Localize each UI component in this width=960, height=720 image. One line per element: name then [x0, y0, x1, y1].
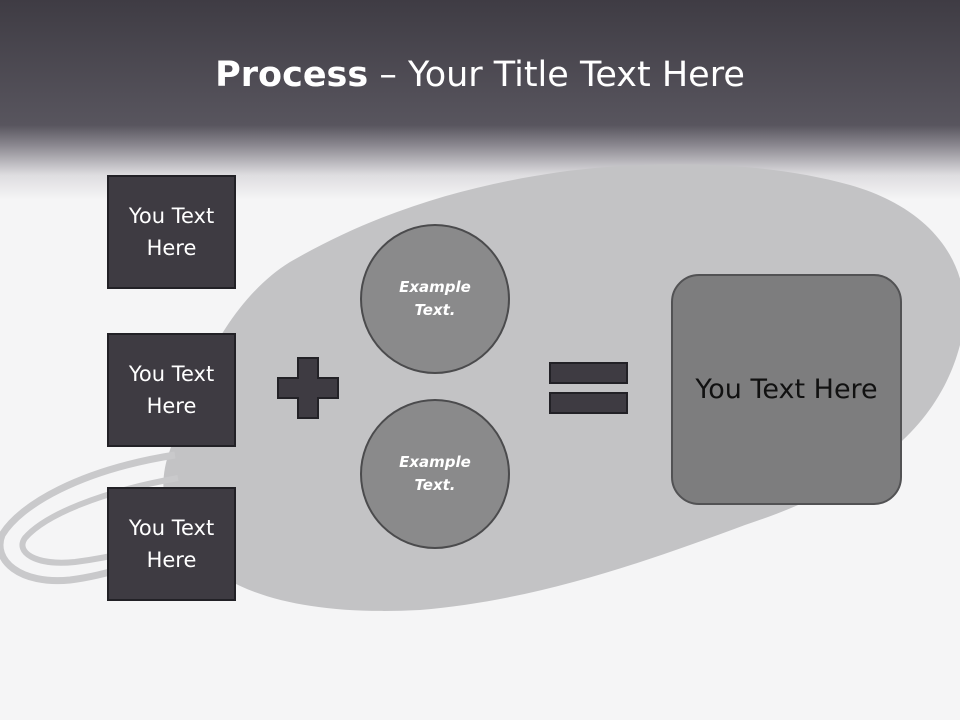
input-box-label: You Text Here	[128, 204, 215, 260]
plus-icon	[277, 357, 339, 419]
circle-label: Example Text.	[399, 453, 471, 494]
result-box: You Text Here	[671, 274, 902, 505]
header-band	[0, 0, 960, 200]
input-box-2: You Text Here	[107, 333, 236, 447]
title-rest: – Your Title Text Here	[368, 55, 745, 95]
input-box-3: You Text Here	[107, 487, 236, 601]
circle-label: Example Text.	[399, 278, 471, 319]
title-bold: Process	[215, 55, 369, 95]
example-circle-1: Example Text.	[360, 224, 510, 374]
result-label: You Text Here	[695, 374, 878, 405]
input-box-1: You Text Here	[107, 175, 236, 289]
example-circle-2: Example Text.	[360, 399, 510, 549]
input-box-label: You Text Here	[128, 362, 215, 418]
equals-icon	[549, 362, 628, 414]
slide-title: Process – Your Title Text Here	[0, 52, 960, 98]
input-box-label: You Text Here	[128, 516, 215, 572]
